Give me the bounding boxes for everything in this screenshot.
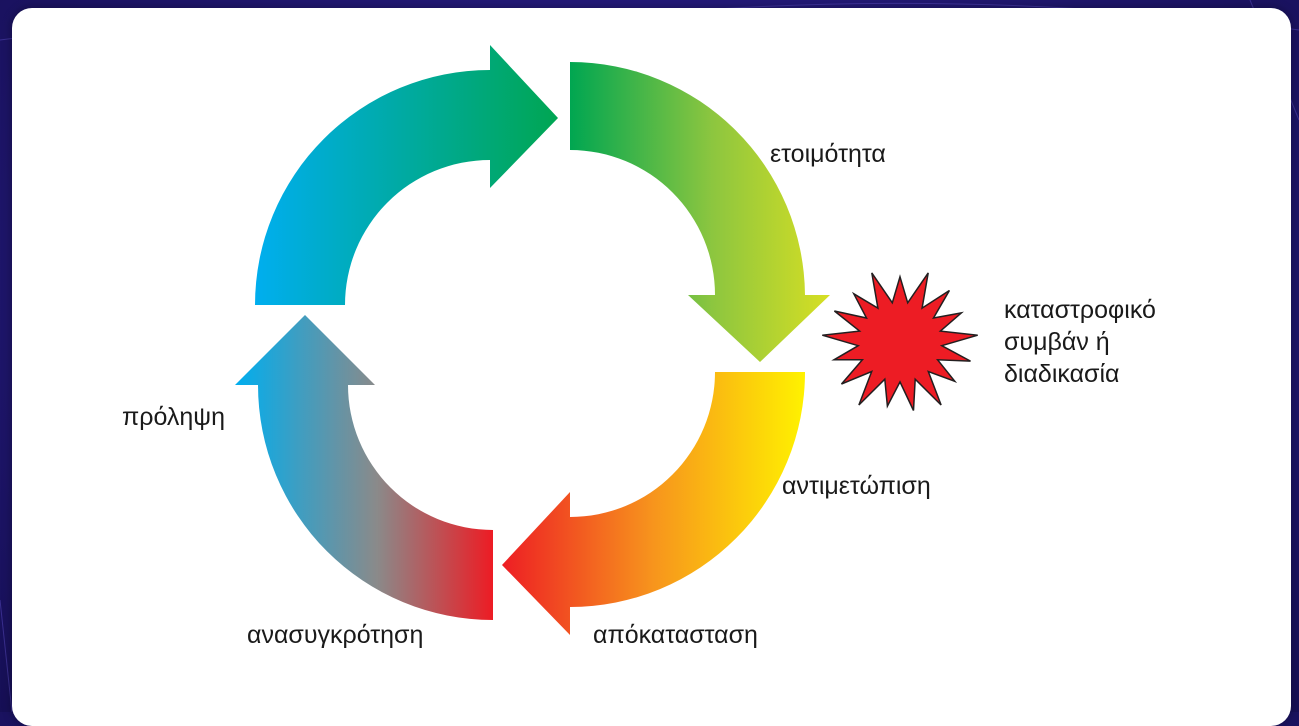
event-line-1: καταστροφικό bbox=[1004, 296, 1156, 324]
cycle-arrow-top-right bbox=[570, 62, 830, 362]
event-line-2: συμβάν ή bbox=[1004, 328, 1110, 356]
cycle-arrow-bottom-right bbox=[502, 372, 805, 635]
label-prevention: πρόληψη bbox=[122, 403, 226, 431]
cycle-arrow-top-left bbox=[255, 45, 558, 305]
cycle-arrow-bottom-left bbox=[235, 315, 493, 620]
label-reconstruction: ανασυγκρότηση bbox=[247, 621, 424, 649]
disaster-starburst-icon bbox=[822, 272, 978, 411]
label-recovery: απόκατασταση bbox=[593, 621, 758, 649]
label-preparedness: ετοιμότητα bbox=[770, 140, 886, 168]
event-line-3: διαδικασία bbox=[1004, 360, 1120, 388]
label-disaster-event: καταστροφικό συμβάν ή διαδικασία bbox=[1004, 294, 1156, 390]
label-response: αντιμετώπιση bbox=[782, 472, 931, 500]
